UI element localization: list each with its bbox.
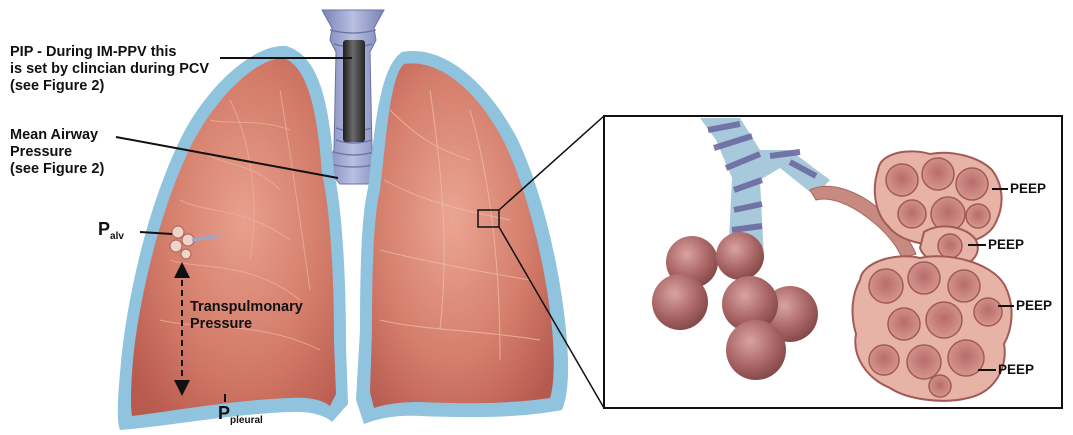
p-pleural-subscript: pleural <box>230 415 263 426</box>
mean-airway-label-line-1: Mean Airway <box>10 127 104 144</box>
peep-label-1: PEEP <box>1010 181 1046 197</box>
left-lung <box>118 46 348 430</box>
pip-label-line-2: is set by clincian during PCV <box>10 61 209 78</box>
endotracheal-tube <box>343 40 365 142</box>
transpulmonary-label-line-2: Pressure <box>190 316 303 333</box>
mean-airway-label-line-2: Pressure <box>10 144 104 161</box>
alveolar-sac-lower <box>853 256 1012 401</box>
transpulmonary-label-line-1: Transpulmonary <box>190 299 303 316</box>
pip-label-line-1: PIP - During IM-PPV this <box>10 44 209 61</box>
peep-label-2: PEEP <box>988 237 1024 253</box>
transpulmonary-label: Transpulmonary Pressure <box>190 299 303 333</box>
mean-airway-label-line-3: (see Figure 2) <box>10 161 104 178</box>
peep-label-4: PEEP <box>998 362 1034 378</box>
p-alv-subscript: alv <box>110 231 124 242</box>
mean-airway-label: Mean Airway Pressure (see Figure 2) <box>10 127 104 178</box>
p-pleural-label: Ppleural <box>218 404 263 430</box>
pip-label-line-3: (see Figure 2) <box>10 78 209 95</box>
p-alv-symbol: P <box>98 219 110 239</box>
pip-label: PIP - During IM-PPV this is set by clinc… <box>10 44 209 95</box>
p-alv-label: Palv <box>98 220 124 246</box>
p-pleural-symbol: P <box>218 403 230 423</box>
right-lung <box>356 51 568 424</box>
peep-label-3: PEEP <box>1016 298 1052 314</box>
